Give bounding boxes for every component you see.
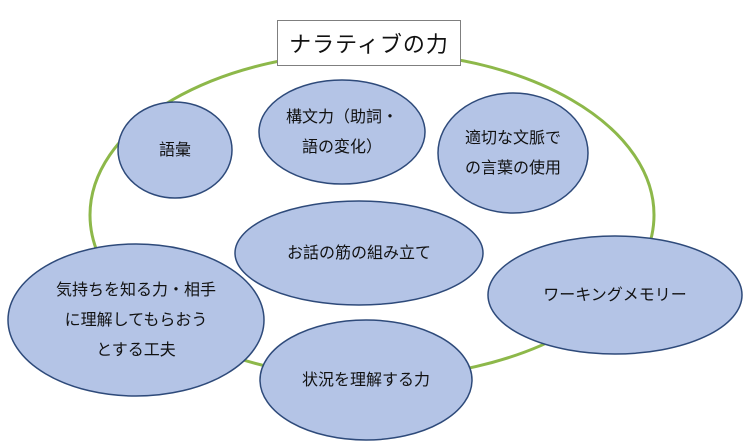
node-kobun [258,79,426,185]
node-bunmyaku [437,92,589,214]
node-working [487,235,743,355]
node-jokyo [259,319,473,441]
node-kimochi [7,243,265,397]
node-sujigumi [234,200,484,306]
node-goi [117,101,233,199]
diagram-title: ナラティブの力 [277,20,461,66]
